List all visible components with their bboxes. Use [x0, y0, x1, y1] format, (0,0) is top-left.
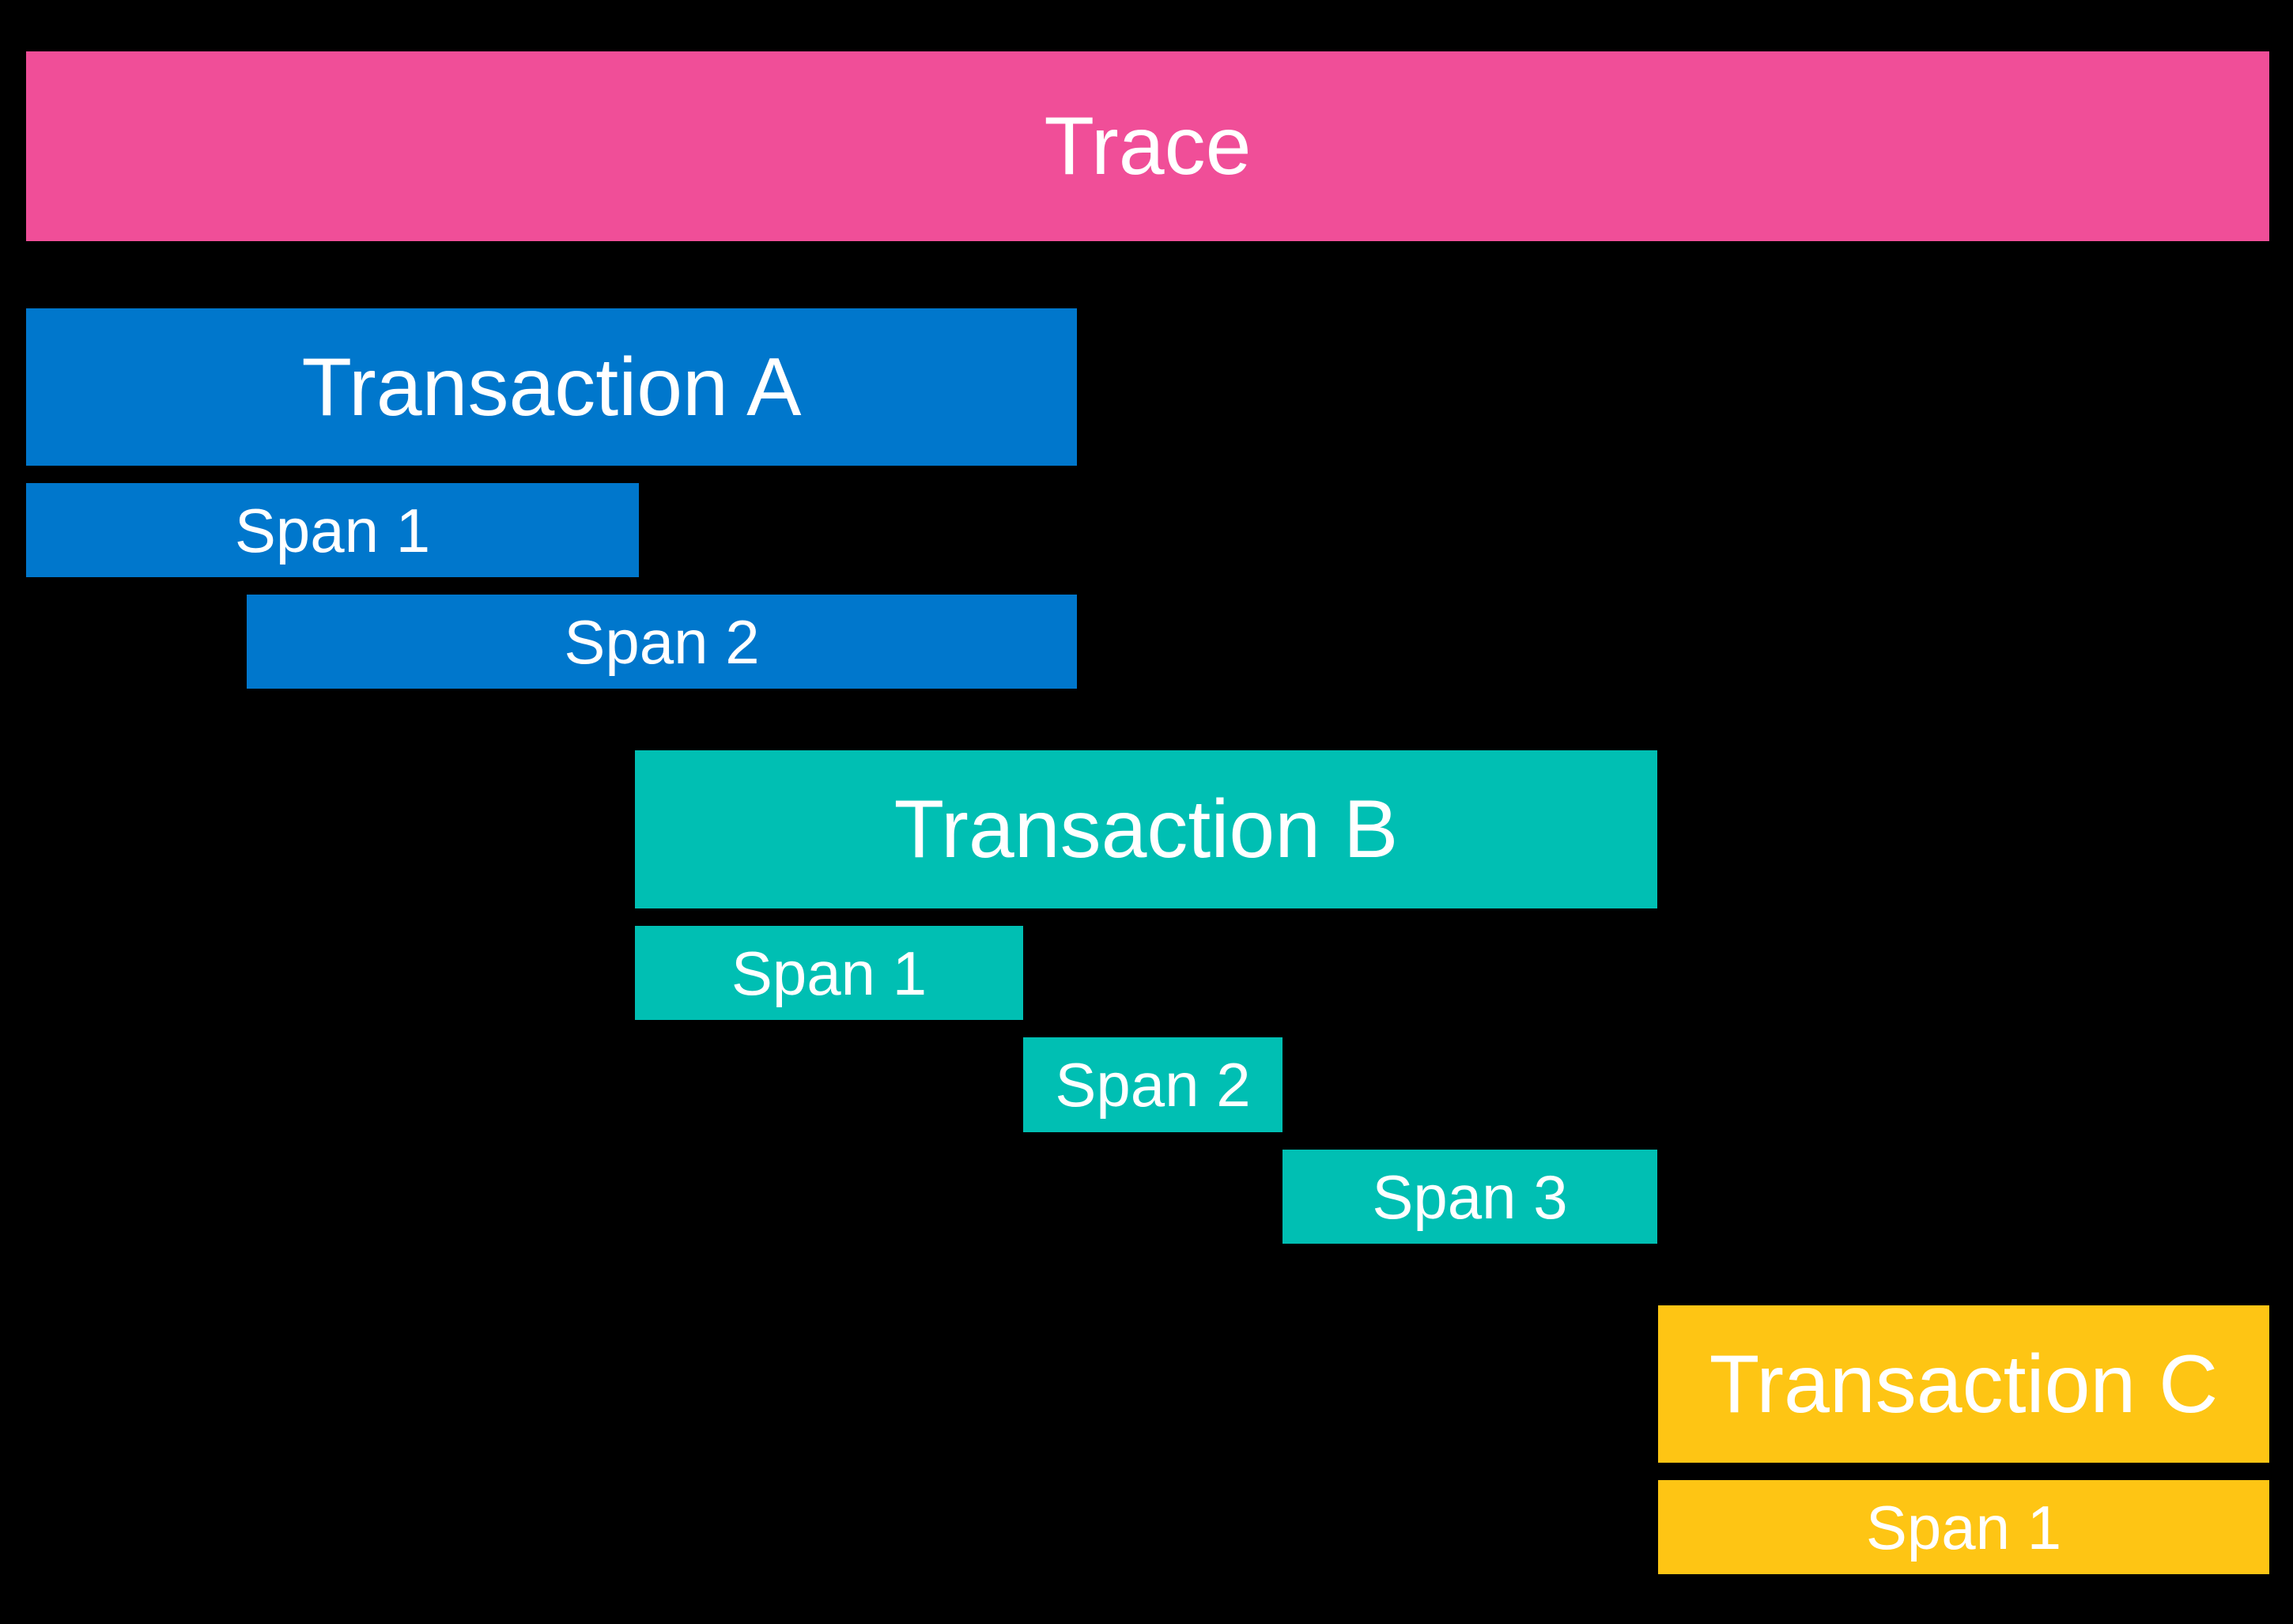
transaction-b-span-3-label: Span 3 — [1372, 1161, 1568, 1232]
transaction-a-label: Transaction A — [301, 341, 802, 433]
trace-bar: Trace — [26, 51, 2269, 241]
transaction-b-span-2-label: Span 2 — [1055, 1050, 1251, 1120]
transaction-b-label: Transaction B — [893, 784, 1399, 875]
trace-label: Trace — [1044, 100, 1252, 192]
transaction-c-label: Transaction C — [1709, 1338, 2219, 1430]
transaction-a-span-2-bar: Span 2 — [247, 595, 1077, 689]
transaction-b-span-3-bar: Span 3 — [1282, 1150, 1657, 1244]
transaction-a-span-1-label: Span 1 — [234, 495, 431, 565]
transaction-c-span-1-label: Span 1 — [1865, 1492, 2062, 1562]
transaction-b-span-1-label: Span 1 — [731, 938, 927, 1008]
transaction-a-bar: Transaction A — [26, 308, 1077, 466]
transaction-c-span-1-bar: Span 1 — [1658, 1480, 2269, 1574]
transaction-c-bar: Transaction C — [1658, 1305, 2269, 1463]
transaction-b-bar: Transaction B — [635, 750, 1657, 908]
transaction-a-span-2-label: Span 2 — [564, 606, 760, 677]
transaction-b-span-2-bar: Span 2 — [1023, 1037, 1282, 1132]
transaction-a-span-1-bar: Span 1 — [26, 483, 639, 577]
transaction-b-span-1-bar: Span 1 — [635, 926, 1023, 1020]
